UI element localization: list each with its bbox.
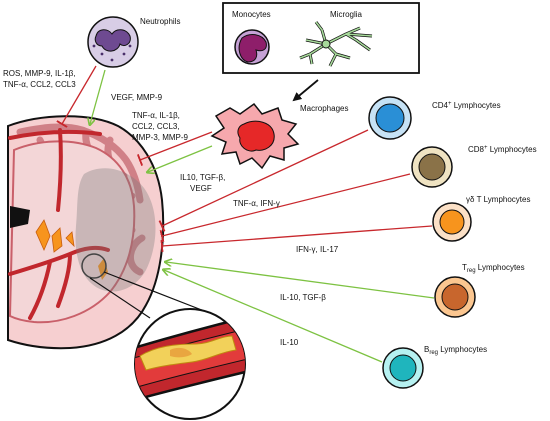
cd8-label: CD8+ Lymphocytes bbox=[468, 145, 537, 154]
zoom-line-1 bbox=[89, 277, 151, 319]
neutro-harm-line-1: ROS, MMP-9, IL-1β, bbox=[3, 69, 76, 78]
gd-t-lymphocyte-cell bbox=[432, 202, 472, 242]
treg-promote-line bbox=[166, 262, 435, 299]
microglia-cell-fill bbox=[299, 21, 373, 67]
breg-promote-line bbox=[164, 270, 383, 363]
monocytes-label: Monocytes bbox=[232, 10, 271, 19]
box-to-macrophage-arrow bbox=[292, 79, 319, 102]
neutrophil-cell bbox=[87, 16, 139, 68]
cd-harm-label: TNF-α, IFN-γ bbox=[233, 199, 280, 208]
gd-inhibit-line bbox=[160, 225, 433, 253]
macro-harm-line-1: TNF-α, IL-1β, bbox=[132, 111, 180, 120]
microglia-label: Microglia bbox=[330, 10, 363, 19]
neutro-harm-line-2: TNF-α, CCL2, CCL3 bbox=[3, 80, 76, 89]
breg-label: Breg Lymphocytes bbox=[424, 345, 487, 356]
macrophages-label: Macrophages bbox=[300, 104, 348, 113]
breg-protect-label: IL-10 bbox=[280, 338, 299, 347]
cd8-inhibit-line bbox=[159, 173, 411, 243]
neutrophils-label: Neutrophils bbox=[140, 17, 180, 26]
lesion-area bbox=[75, 168, 156, 292]
zoom-origin-circle bbox=[81, 253, 107, 279]
breg-lymphocyte-cell bbox=[382, 347, 424, 389]
macro-protect-line-2: VEGF bbox=[190, 184, 212, 193]
monocyte-cell bbox=[234, 29, 270, 65]
zoom-line-2 bbox=[103, 271, 213, 315]
basal-ganglia bbox=[35, 219, 75, 253]
gd-label: γδ T Lymphocytes bbox=[466, 195, 530, 204]
treg-lymphocyte-cell bbox=[434, 276, 476, 318]
macro-protect-line-1: IL10, TGF-β, bbox=[180, 173, 225, 182]
plaque-core bbox=[170, 347, 192, 358]
macro-harm-line-3: MMP-3, MMP-9 bbox=[132, 133, 189, 142]
gd-harm-label: IFN-γ, IL-17 bbox=[296, 245, 339, 254]
cd4-inhibit-line bbox=[158, 129, 369, 232]
treg-protect-label: IL-10, TGF-β bbox=[280, 293, 326, 302]
cd4-lymphocyte-cell bbox=[368, 96, 412, 140]
monocyte-microglia-box: Monocytes Microglia bbox=[222, 2, 420, 74]
neutrophil-promote-line bbox=[90, 69, 106, 124]
treg-label: Treg Lymphocytes bbox=[462, 263, 525, 274]
neutrophil-inhibit-line bbox=[56, 65, 97, 128]
ventricle bbox=[10, 206, 30, 228]
brain-section bbox=[7, 115, 213, 350]
macrophage-inhibit-line bbox=[136, 131, 213, 166]
cd8-lymphocyte-cell bbox=[411, 146, 453, 188]
vessel-zoom bbox=[134, 308, 246, 420]
macrophage-promote-line bbox=[148, 145, 213, 172]
microglia-nucleus bbox=[321, 39, 331, 49]
neutro-protect-label: VEGF, MMP-9 bbox=[111, 93, 163, 102]
blood-vessels bbox=[8, 128, 110, 320]
macro-harm-line-2: CCL2, CCL3, bbox=[132, 122, 180, 131]
cd4-label: CD4+ Lymphocytes bbox=[432, 101, 501, 110]
macrophage-cell bbox=[210, 102, 300, 170]
